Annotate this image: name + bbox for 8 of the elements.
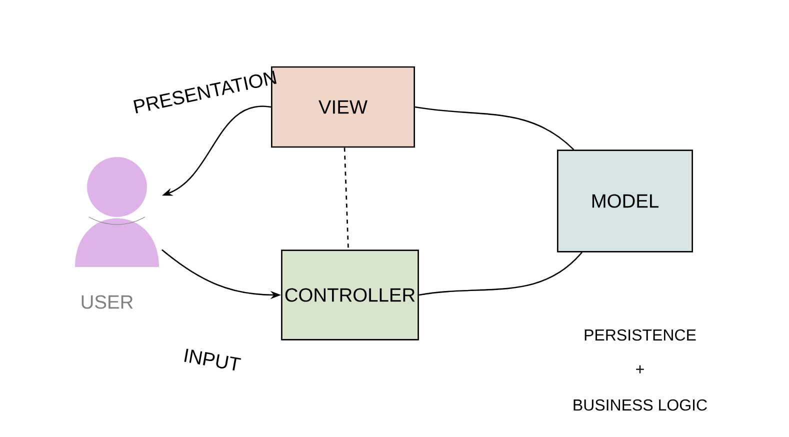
note-text: +	[636, 365, 644, 374]
process-box: CONTROLLER	[281, 250, 419, 340]
edge-label: INPUT	[184, 348, 242, 371]
note-text: BUSINESS LOGIC	[574, 399, 707, 411]
process-box: MODEL	[557, 150, 693, 252]
person-drawing	[75, 157, 159, 267]
node-caption: USER	[82, 295, 133, 309]
note-text: PERSISTENCE	[584, 329, 696, 341]
